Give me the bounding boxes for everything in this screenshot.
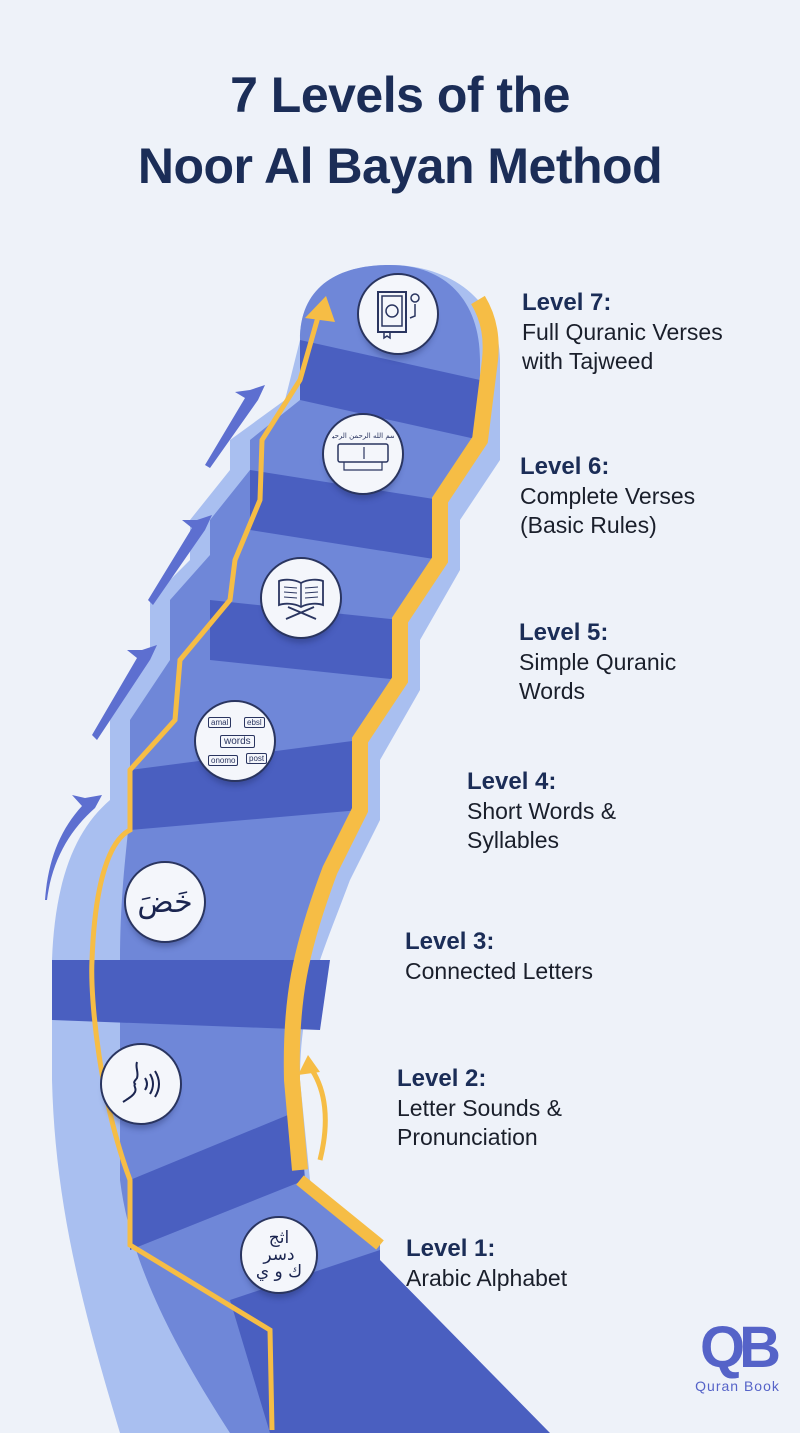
level-5-title: Level 5: (519, 619, 609, 646)
verse-screen-icon: بسم الله الرحمن الرحيم (332, 432, 394, 471)
level-1-description: Arabic Alphabet (406, 1265, 568, 1291)
word-card: post (246, 753, 268, 764)
level-6-label: Level 6: Complete Verses (Basic Rules) (520, 452, 695, 540)
word-card: amal (208, 717, 232, 728)
blue-progress-arrows (45, 385, 265, 900)
level-5-description: Simple Quranic Words (519, 649, 677, 704)
yellow-edge-ribbon-lower (296, 1175, 384, 1250)
connected-letters-icon: خَضَ (137, 884, 193, 920)
speaking-face-icon (122, 1061, 160, 1103)
level-5-label: Level 5: Simple Quranic Words (519, 618, 676, 706)
staircase-body (120, 265, 480, 1433)
arabic-letters-icon: اثج دسر ك و ي (255, 1227, 303, 1282)
level-7-icon (357, 273, 439, 355)
level-6-description: Complete Verses (Basic Rules) (520, 483, 696, 538)
open-quran-stand-icon (278, 578, 324, 620)
stair-risers (52, 340, 550, 1433)
level-3-icon: خَضَ (124, 861, 206, 943)
svg-text:بسم الله الرحمن الرحيم: بسم الله الرحمن الرحيم (332, 432, 394, 440)
yellow-edge-ribbon (283, 295, 499, 1171)
word-card: words (220, 735, 255, 748)
level-4-title: Level 4: (467, 768, 557, 795)
yellow-arrowhead-icon (305, 296, 335, 322)
level-2-description: Letter Sounds & Pronunciation (397, 1095, 562, 1150)
level-7-description: Full Quranic Verses with Tajweed (522, 319, 723, 374)
level-1-title: Level 1: (406, 1235, 496, 1262)
level-4-label: Level 4: Short Words & Syllables (467, 767, 616, 855)
yellow-curved-arrow (309, 1068, 328, 1161)
quran-book-gear-icon (377, 291, 420, 340)
logo-letters: QB (700, 1315, 781, 1380)
word-cards-icon: amal ebsl words onomo post (200, 711, 270, 771)
level-1-label: Level 1: Arabic Alphabet (406, 1234, 567, 1293)
word-card: ebsl (244, 717, 265, 728)
level-2-label: Level 2: Letter Sounds & Pronunciation (397, 1064, 562, 1152)
page-title: 7 Levels of the Noor Al Bayan Method (0, 60, 800, 202)
level-4-description: Short Words & Syllables (467, 798, 617, 853)
logo-brand-name: Quran Book (695, 1378, 780, 1394)
level-1-icon: اثج دسر ك و ي (240, 1216, 318, 1294)
level-5-icon (260, 557, 342, 639)
level-2-icon (100, 1043, 182, 1125)
level-3-description: Connected Letters (405, 958, 593, 984)
title-line-1: 7 Levels of the (230, 67, 570, 123)
level-6-icon: بسم الله الرحمن الرحيم (322, 413, 404, 495)
level-3-title: Level 3: (405, 928, 495, 955)
level-7-label: Level 7: Full Quranic Verses with Tajwee… (522, 288, 723, 376)
level-2-title: Level 2: (397, 1065, 487, 1092)
title-line-2: Noor Al Bayan Method (137, 138, 663, 194)
level-4-icon: amal ebsl words onomo post (194, 700, 276, 782)
quran-book-logo: QB Quran Book (685, 1315, 790, 1395)
level-3-label: Level 3: Connected Letters (405, 927, 593, 986)
yellow-progress-line (89, 309, 323, 1431)
level-7-title: Level 7: (522, 289, 612, 316)
level-6-title: Level 6: (520, 453, 610, 480)
word-card: onomo (208, 755, 239, 766)
yellow-curved-arrowhead-icon (298, 1055, 320, 1075)
